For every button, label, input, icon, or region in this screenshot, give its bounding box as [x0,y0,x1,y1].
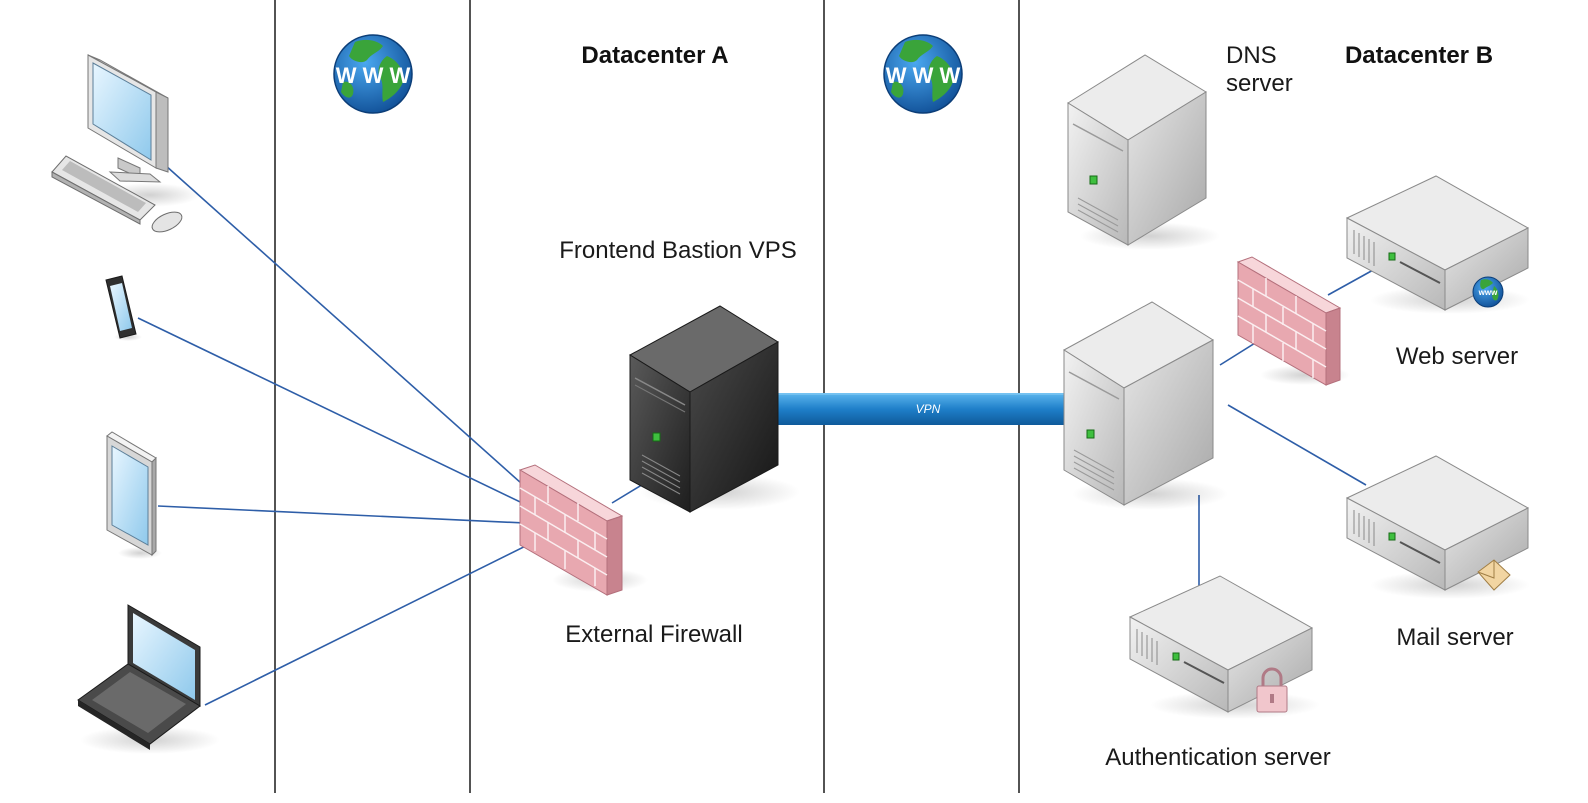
gateway-server-icon [1063,301,1228,510]
external-firewall-icon [518,464,648,596]
tablet-icon [106,431,162,559]
mail-server-icon [1345,455,1530,599]
authentication-server-icon [1128,575,1320,719]
connector-gateway-mail [1227,404,1367,486]
label-dns-server-line1: DNS [1226,42,1277,69]
label-mail-server: Mail server [1396,624,1513,651]
label-external-firewall: External Firewall [565,621,742,648]
internet-globe-icon: W W W [333,34,413,114]
www-text: W W W [336,63,411,88]
envelope-icon [1477,559,1511,591]
bastion-server-icon [629,305,800,513]
internet-globe-icon: W W W [883,34,963,114]
labels: Datacenter A Datacenter B Frontend Basti… [559,42,1518,771]
label-dns-server-line2: server [1226,70,1293,97]
internal-firewall-icon [1236,256,1350,386]
laptop-computer-icon [77,604,220,754]
www-text: W W W [886,63,961,88]
connector-desktop-firewall [164,164,569,526]
zone-header-datacenter-b: Datacenter B [1345,42,1493,69]
padlock-icon [1256,667,1288,713]
label-frontend-bastion: Frontend Bastion VPS [559,237,796,264]
connector-phone-firewall [137,317,569,526]
smartphone-icon [105,275,142,341]
connectors [137,164,1394,706]
label-authentication-server: Authentication server [1105,744,1330,771]
www-globe-icon: www [1472,276,1504,308]
zone-header-datacenter-a: Datacenter A [581,42,728,69]
vpn-label: VPN [916,402,941,416]
dns-server-icon [1067,54,1220,250]
vpn-tunnel: VPN [778,393,1068,425]
web-server-icon: www [1345,175,1530,314]
label-web-server: Web server [1396,343,1518,370]
connector-laptop-firewall [204,524,569,706]
connector-tablet-firewall [157,505,569,526]
www-badge-text: www [1478,288,1498,297]
desktop-computer-icon [51,54,200,233]
